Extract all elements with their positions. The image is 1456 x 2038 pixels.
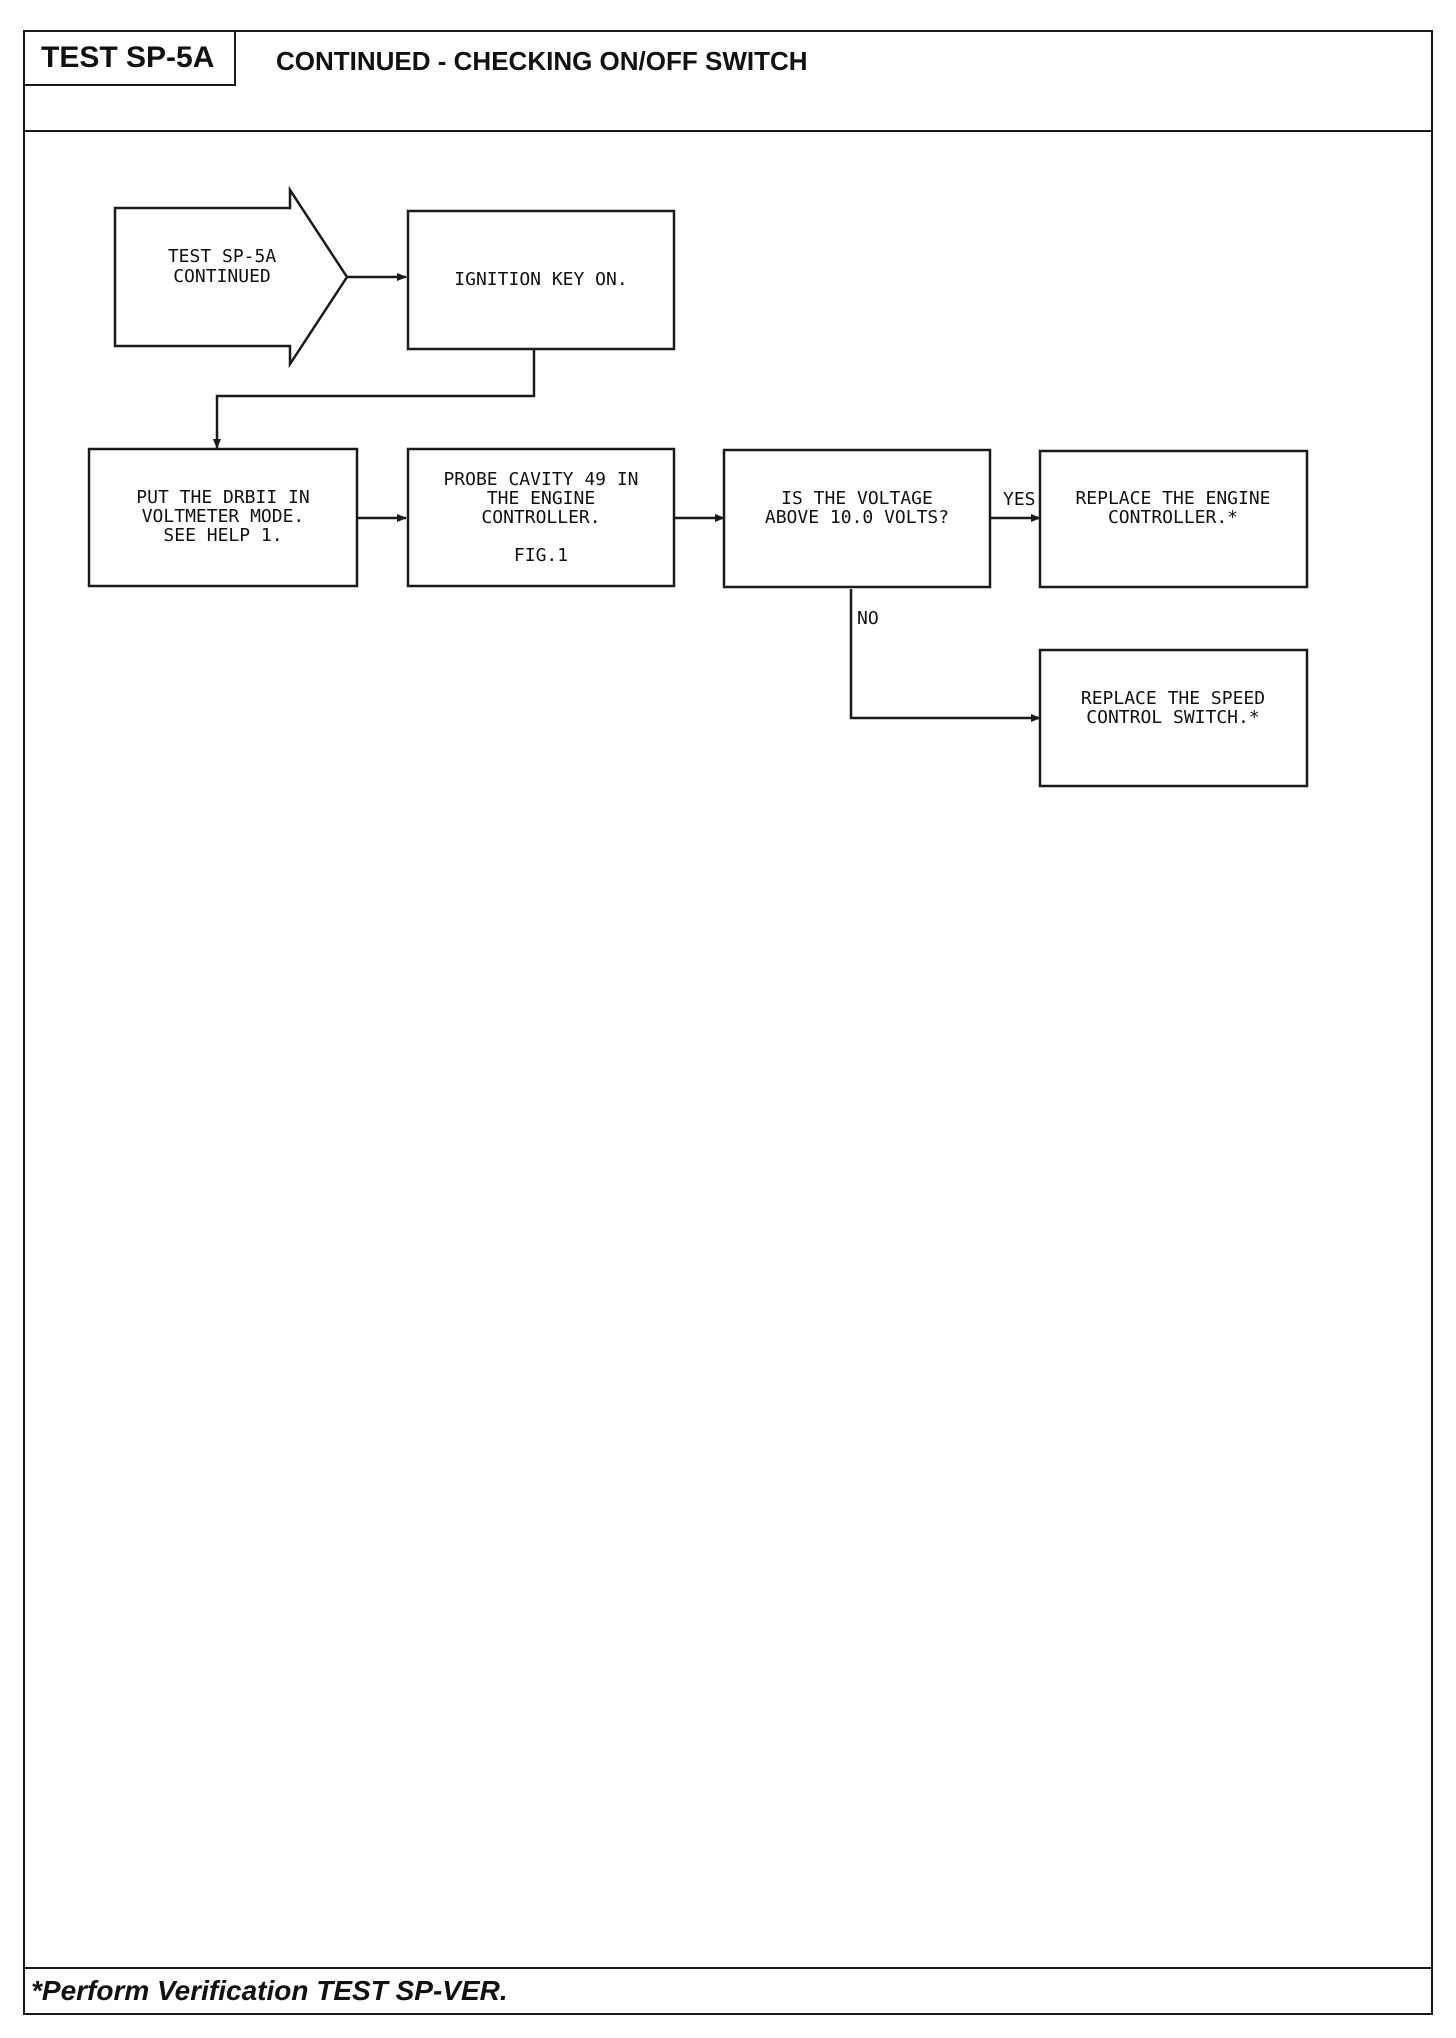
start-line-2: CONTINUED (173, 266, 271, 287)
yes-label: YES (1003, 489, 1036, 510)
replace-switch-line-1: REPLACE THE SPEED (1081, 688, 1265, 709)
page-title: CONTINUED - CHECKING ON/OFF SWITCH (276, 46, 808, 76)
replace-controller-line-1: REPLACE THE ENGINE (1075, 488, 1270, 509)
replace-switch-line-2: CONTROL SWITCH.* (1086, 707, 1259, 728)
verification-note: *Perform Verification TEST SP-VER. (31, 1975, 508, 2006)
drbii-line-3: SEE HELP 1. (163, 525, 282, 546)
probe-line-3: CONTROLLER. (481, 507, 600, 528)
probe-line-2: THE ENGINE (487, 488, 595, 509)
drbii-voltmeter-node: PUT THE DRBII IN VOLTMETER MODE. SEE HEL… (87, 447, 359, 588)
header: TEST SP-5A CONTINUED - CHECKING ON/OFF S… (25, 32, 1431, 132)
probe-cavity-node: PROBE CAVITY 49 IN THE ENGINE CONTROLLER… (406, 447, 676, 588)
probe-line-1: PROBE CAVITY 49 IN (443, 469, 638, 490)
voltage-question-node: IS THE VOLTAGE ABOVE 10.0 VOLTS? (722, 448, 992, 589)
drbii-line-1: PUT THE DRBII IN (136, 487, 309, 508)
drbii-line-2: VOLTMETER MODE. (142, 506, 305, 527)
footer: *Perform Verification TEST SP-VER. (25, 1967, 1431, 2013)
question-line-2: ABOVE 10.0 VOLTS? (765, 507, 949, 528)
replace-engine-controller-node: REPLACE THE ENGINE CONTROLLER.* (1038, 449, 1309, 589)
connector-no (849, 589, 1041, 722)
no-label: NO (857, 608, 879, 629)
page-frame: TEST SP-5A CONTINUED - CHECKING ON/OFF S… (23, 30, 1433, 2015)
ignition-key-node: IGNITION KEY ON. (406, 209, 676, 351)
start-line-1: TEST SP-5A (168, 246, 277, 267)
test-id-tag: TEST SP-5A (25, 32, 237, 86)
question-line-1: IS THE VOLTAGE (781, 488, 933, 509)
replace-controller-line-2: CONTROLLER.* (1108, 507, 1238, 528)
ignition-line-1: IGNITION KEY ON. (454, 269, 627, 290)
replace-speed-switch-node: REPLACE THE SPEED CONTROL SWITCH.* (1038, 648, 1309, 788)
connector-ignition-to-drbii (213, 350, 536, 449)
probe-line-5: FIG.1 (514, 545, 568, 566)
start-node: TEST SP-5A CONTINUED (113, 185, 349, 369)
